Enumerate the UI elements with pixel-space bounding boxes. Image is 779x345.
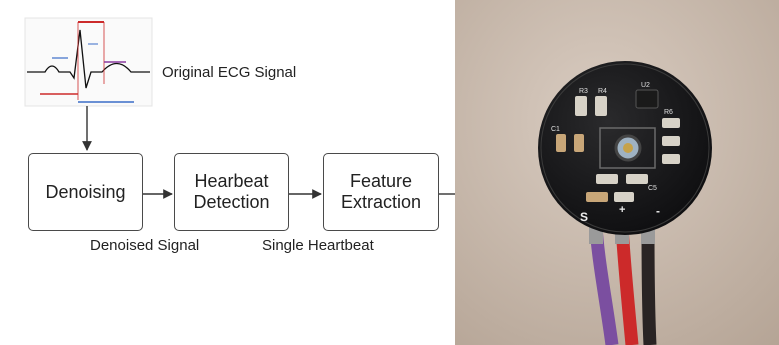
heartbeat-detection-box: Hearbeat Detection xyxy=(174,153,289,231)
svg-text:S: S xyxy=(580,210,588,224)
svg-text:C5: C5 xyxy=(648,185,657,192)
svg-text:-: - xyxy=(656,204,660,218)
svg-text:C1: C1 xyxy=(551,126,560,133)
feature-extraction-box: Feature Extraction xyxy=(323,153,439,231)
svg-text:R4: R4 xyxy=(598,88,607,95)
original-ecg-label: Original ECG Signal xyxy=(162,64,297,81)
svg-text:R3: R3 xyxy=(579,88,588,95)
svg-text:R6: R6 xyxy=(664,109,673,116)
denoised-signal-label: Denoised Signal xyxy=(90,237,200,254)
pulse-sensor-photo: R3 R4 U2 R6 C1 C5 S + - xyxy=(455,0,779,345)
single-heartbeat-label: Single Heartbeat xyxy=(262,237,374,254)
svg-text:U2: U2 xyxy=(641,82,650,89)
denoising-box: Denoising xyxy=(28,153,143,231)
svg-text:+: + xyxy=(619,204,625,216)
ecg-thumbnail-image xyxy=(24,17,153,107)
